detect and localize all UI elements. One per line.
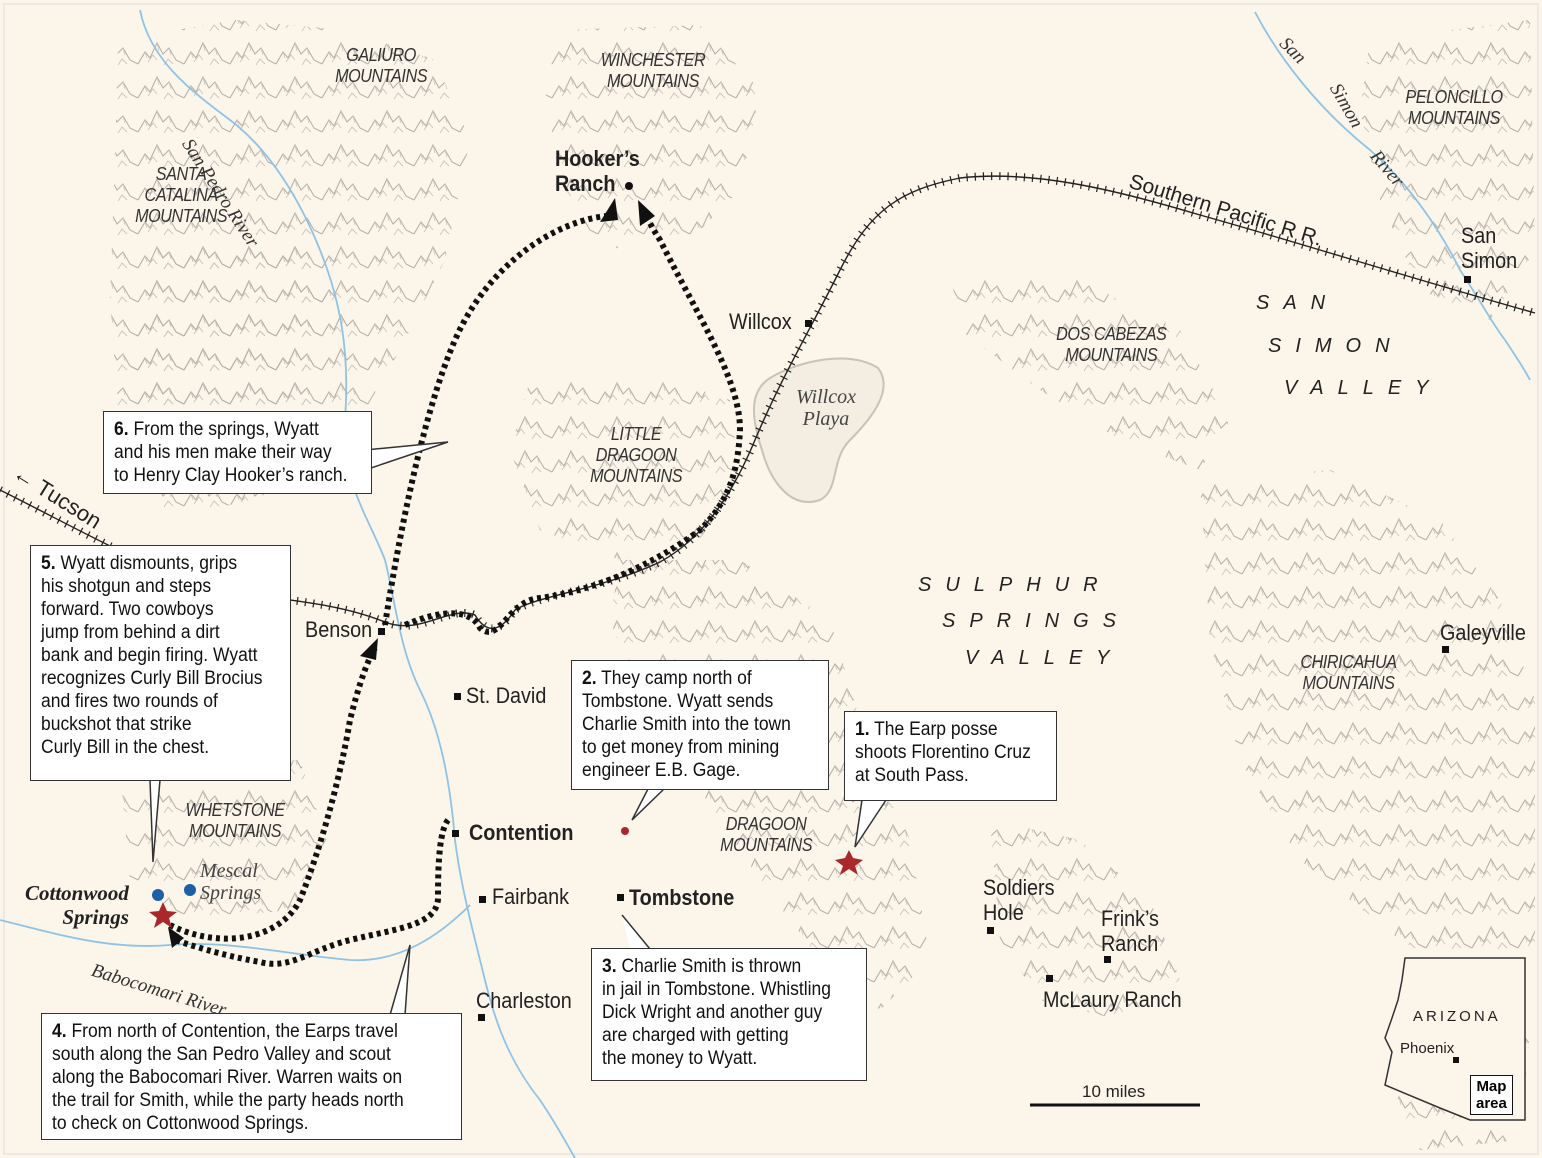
label-willcox-playa: Willcox Playa [796, 386, 856, 430]
label-mclaury-ranch: McLaury Ranch [1043, 987, 1182, 1012]
callout-number: 1. [855, 719, 870, 740]
label-benson: Benson [305, 617, 373, 642]
star-icon-cottonwood [149, 902, 177, 928]
label-soldiers-hole: Soldiers Hole [983, 875, 1055, 925]
label-fairbank: Fairbank [492, 884, 570, 909]
label-sulphur-springs-valley-2: SPRINGS [942, 610, 1131, 632]
town-marker-benson [378, 628, 385, 635]
label-galiuro-mountains: GALIURO MOUNTAINS [335, 45, 428, 86]
label-charleston: Charleston [476, 988, 572, 1013]
camp-dot [621, 827, 629, 835]
label-peloncillo-mountains: PELONCILLO MOUNTAINS [1405, 87, 1503, 128]
arrow-benson [360, 638, 378, 660]
inset-state-label: ARIZONA [1413, 1008, 1501, 1025]
town-marker-tombstone [617, 894, 624, 901]
route-to-hookers-east [403, 210, 744, 635]
callout-number: 3. [602, 956, 617, 977]
hookers-ranch-dot [625, 182, 633, 190]
callout-number: 5. [41, 553, 56, 574]
callout-text: Charlie Smith is thrown in jail in Tombs… [602, 956, 831, 1069]
callout-1: 1. The Earp posse shoots Florentino Cruz… [844, 711, 1057, 801]
callout-text: Wyatt dismounts, grips his shotgun and s… [41, 553, 263, 758]
town-marker-soldiers-hole [987, 927, 994, 934]
arrow-hookers-west [600, 198, 618, 222]
callout-6: 6. From the springs, Wyatt and his men m… [103, 411, 372, 494]
label-winchester-mountains: WINCHESTER MOUNTAINS [600, 50, 706, 91]
town-marker-charleston [478, 1014, 485, 1021]
callout-text: They camp north of Tombstone. Wyatt send… [582, 668, 791, 781]
railroad [0, 172, 1537, 633]
label-dos-cabezas-mountains: DOS CABEZAS MOUNTAINS [1056, 324, 1167, 365]
town-marker-san-simon [1464, 276, 1471, 283]
town-marker-mclaury-ranch [1046, 975, 1053, 982]
pointer-1 [854, 799, 887, 848]
label-dragoon-mountains: DRAGOON MOUNTAINS [720, 814, 813, 855]
label-chiricahua-mountains: CHIRICAHUA MOUNTAINS [1300, 652, 1397, 693]
label-hookers-ranch: Hooker’s Ranch [555, 146, 640, 196]
label-willcox: Willcox [729, 309, 792, 334]
label-sulphur-springs-valley-3: VALLEY [965, 647, 1124, 669]
star-icon-south-pass [835, 850, 863, 875]
cottonwood-springs-dot [152, 889, 164, 901]
town-marker-willcox [805, 320, 812, 327]
pointer-2 [631, 788, 665, 821]
willcox-playa [753, 357, 885, 503]
mescal-springs-dot [184, 884, 196, 896]
label-san-simon-valley-3: VALLEY [1284, 377, 1443, 399]
label-whetstone-mountains: WHETSTONE MOUNTAINS [185, 800, 286, 841]
label-tombstone: Tombstone [629, 885, 735, 910]
route-contention-to-springs [174, 818, 451, 967]
label-contention: Contention [469, 820, 574, 845]
callout-2: 2. They camp north of Tombstone. Wyatt s… [571, 660, 829, 790]
callout-number: 2. [582, 668, 597, 689]
label-frinks-ranch: Frink’s Ranch [1101, 906, 1159, 956]
label-sulphur-springs-valley-1: SULPHUR [918, 574, 1112, 596]
callout-number: 6. [114, 419, 129, 440]
town-marker-contention [452, 830, 459, 837]
callout-number: 4. [52, 1021, 67, 1042]
label-santa-catalina-mountains: SANTA CATALINA MOUNTAINS [135, 164, 228, 226]
label-san-simon-valley-2: SIMON [1268, 335, 1404, 357]
callout-5: 5. Wyatt dismounts, grips his shotgun an… [30, 545, 291, 781]
arrow-springs [168, 927, 184, 948]
town-marker-st-david [454, 693, 461, 700]
town-marker-fairbank [479, 896, 486, 903]
label-st-david: St. David [466, 683, 547, 708]
inset-city-label: Phoenix [1400, 1040, 1455, 1057]
pointer-3 [621, 914, 652, 950]
label-cottonwood-springs: Cottonwood Springs [25, 881, 129, 929]
label-san-simon-valley-1: SAN [1256, 292, 1340, 314]
route-to-hookers-west [382, 213, 608, 626]
scale-label: 10 miles [1082, 1082, 1146, 1101]
callout-3: 3. Charlie Smith is thrown in jail in To… [591, 948, 867, 1081]
label-san-simon: San Simon [1461, 223, 1518, 273]
pointer-6 [364, 441, 449, 471]
callout-text: The Earp posse shoots Florentino Cruz at… [855, 719, 1031, 786]
label-galeyville: Galeyville [1440, 620, 1526, 645]
callout-text: From north of Contention, the Earps trav… [52, 1021, 404, 1134]
town-marker-frinks-ranch [1104, 956, 1111, 963]
label-little-dragoon-mountains: LITTLE DRAGOON MOUNTAINS [590, 424, 683, 486]
callout-4: 4. From north of Contention, the Earps t… [41, 1013, 462, 1140]
town-marker-galeyville [1442, 646, 1449, 653]
label-mescal-springs: Mescal Springs [200, 860, 262, 904]
route-springs-to-benson [168, 646, 378, 942]
pointer-5 [149, 779, 161, 863]
arrow-hookers-east [638, 200, 655, 226]
inset-map-area-box: Map area [1470, 1075, 1513, 1115]
pointer-4 [389, 944, 411, 1016]
inset-city-marker [1453, 1057, 1459, 1063]
callout-text: From the springs, Wyatt and his men make… [114, 419, 348, 486]
